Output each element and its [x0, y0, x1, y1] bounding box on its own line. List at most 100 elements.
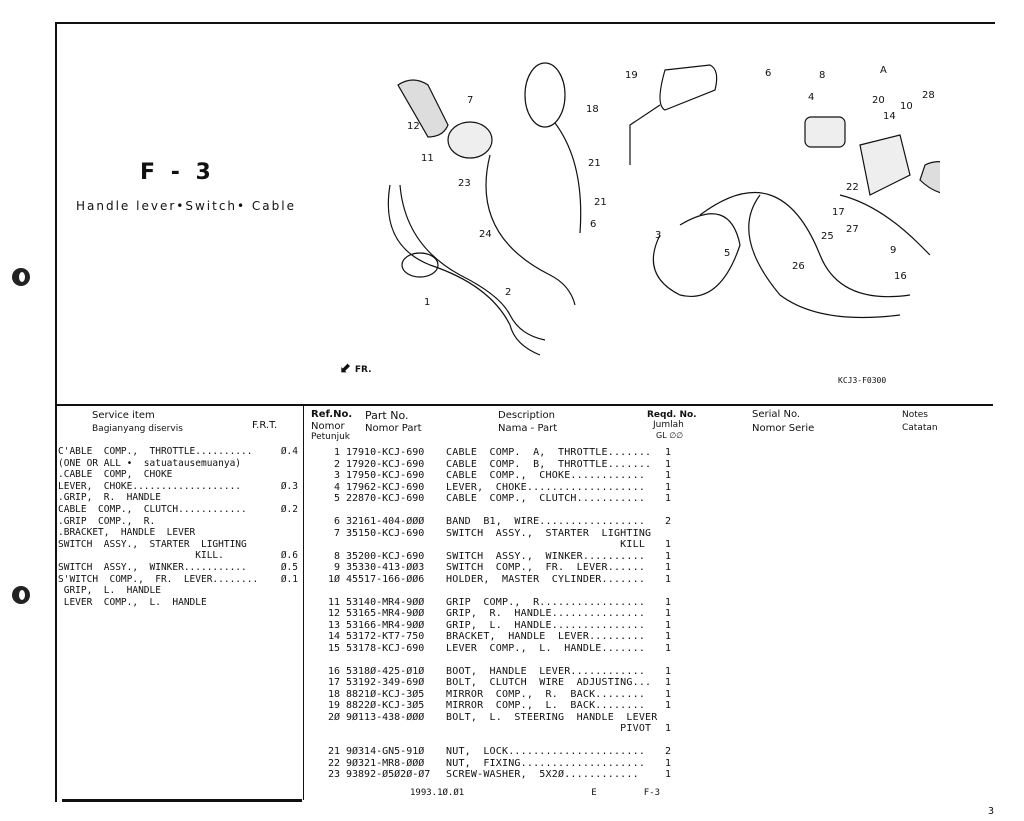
- part-ref-no: 9: [333, 562, 340, 574]
- part-ref-no: 4: [333, 481, 340, 493]
- part-description: BAND B1, WIRE.................: [446, 515, 646, 527]
- part-description: LEVER, CHOKE...................: [446, 481, 646, 493]
- part-quantity: 1: [664, 723, 671, 735]
- arrow-icon: ⬋: [340, 360, 352, 376]
- part-ref-no: 11: [327, 596, 340, 608]
- header-description-sub: Nama - Part: [498, 423, 558, 434]
- header-notes: Notes: [902, 410, 928, 420]
- header-partno-sub: Nomor Part: [365, 423, 422, 434]
- service-item-frt: Ø.1: [280, 573, 298, 585]
- service-item-label: S'WITCH COMP., FR. LEVER........: [58, 573, 259, 585]
- parts-footer: 1993.1Ø.Ø1 E F-3: [410, 788, 660, 798]
- part-quantity: 1: [664, 700, 671, 712]
- part-description: GRIP, R. HANDLE...............: [446, 608, 646, 620]
- service-item-row: KILL.Ø.6: [58, 550, 298, 562]
- clutch-lever-drawing: [839, 194, 931, 256]
- service-item-label: GRIP, L. HANDLE: [58, 585, 161, 597]
- part-number: 17950-KCJ-690: [346, 470, 425, 482]
- part-ref-no: 6: [333, 515, 340, 527]
- part-number: 9Ø314-GN5-91Ø: [346, 746, 425, 758]
- part-description: BRACKET, HANDLE LEVER.........: [446, 631, 646, 643]
- part-description: CABLE COMP., CHOKE............: [446, 470, 646, 482]
- callout-label: 24: [479, 229, 492, 240]
- part-quantity: 2: [664, 746, 671, 758]
- service-item-label: SWITCH ASSY., WINKER...........: [58, 561, 247, 573]
- part-quantity: 1: [664, 596, 671, 608]
- binder-hole-icon: [12, 586, 30, 604]
- part-ref-no: [318, 723, 340, 735]
- callout-label: 9: [890, 245, 896, 256]
- part-number: 53192-349-69Ø: [346, 677, 425, 689]
- part-ref-no: 18: [327, 688, 340, 700]
- part-quantity: 1: [664, 631, 671, 643]
- part-number: 32161-404-ØØØ: [346, 515, 425, 527]
- part-quantity: 1: [664, 447, 671, 458]
- front-direction-arrow-label: ⬋ FR.: [340, 360, 372, 376]
- grip-right-drawing: [397, 79, 449, 138]
- service-item-row: .GRIP, R. HANDLE: [58, 492, 298, 504]
- header-frt: F.R.T.: [252, 420, 278, 431]
- service-item-label: .BRACKET, HANDLE LEVER: [58, 527, 196, 539]
- service-item-label: LEVER, CHOKE...................: [58, 480, 242, 492]
- service-item-row: .BRACKET, HANDLE LEVER: [58, 527, 298, 539]
- callout-label: 25: [821, 231, 834, 242]
- service-item-row: CABLE COMP., CLUTCH............Ø.2: [58, 504, 298, 516]
- part-description: BOLT, L. STEERING HANDLE LEVER: [446, 711, 658, 723]
- part-number: 8822Ø-KCJ-3Ø5: [346, 700, 425, 712]
- part-ref-no: [318, 539, 340, 551]
- part-ref-no: 16: [327, 665, 340, 677]
- part-number: 53178-KCJ-690: [346, 642, 425, 654]
- part-description: CABLE COMP., CLUTCH...........: [446, 493, 646, 505]
- service-item-frt: Ø.3: [280, 480, 298, 492]
- part-quantity: 1: [664, 493, 671, 505]
- service-item-label: C'ABLE COMP., THROTTLE..........: [58, 446, 253, 457]
- table-column-divider: [303, 404, 304, 800]
- service-item-label: (ONE OR ALL • satuatausemuanya): [58, 457, 242, 469]
- part-quantity: 2: [664, 515, 671, 527]
- part-quantity: [651, 528, 671, 540]
- header-refno: Ref.No.: [311, 409, 353, 420]
- part-number: 5318Ø-425-Ø1Ø: [346, 665, 425, 677]
- callout-label: 17: [832, 207, 845, 218]
- header-reqd: Reqd. No.: [647, 410, 697, 420]
- part-ref-no: 13: [327, 619, 340, 631]
- header-reqd-sub2: GL ∅∅: [656, 431, 684, 440]
- part-description: MIRROR COMP., R. BACK........: [446, 688, 646, 700]
- part-description: PIVOT: [446, 723, 652, 735]
- service-item-row: C'ABLE COMP., THROTTLE..........Ø.4: [58, 446, 298, 458]
- service-item-label: LEVER COMP., L. HANDLE: [58, 596, 207, 608]
- callout-label: 4: [808, 92, 814, 103]
- part-ref-no: 1: [333, 447, 340, 458]
- callout-label: 3: [655, 230, 661, 241]
- part-number: 8821Ø-KCJ-3Ø5: [346, 688, 425, 700]
- callout-label: 16: [894, 271, 907, 282]
- part-row: 6 32161-404-ØØØ BAND B1, WIRE.............…: [318, 516, 678, 528]
- table-top-border: [55, 404, 993, 406]
- header-service-item: Service item: [92, 410, 155, 421]
- part-number: 53172-KT7-750: [346, 631, 425, 643]
- service-item-row: (ONE OR ALL • satuatausemuanya): [58, 458, 298, 470]
- part-description: LEVER COMP., L. HANDLE.......: [446, 642, 646, 654]
- callout-label: 21: [594, 197, 607, 208]
- part-number: 9Ø113-438-ØØØ: [346, 711, 425, 723]
- page-title: F - 3: [140, 160, 215, 185]
- part-ref-no: 15: [327, 642, 340, 654]
- part-quantity: 1: [664, 539, 671, 551]
- part-quantity: 1: [664, 757, 671, 769]
- callout-label: 12: [407, 121, 420, 132]
- part-ref-no: 14: [327, 631, 340, 643]
- binder-hole-icon: [12, 268, 30, 286]
- service-item-label: CABLE COMP., CLUTCH............: [58, 503, 247, 515]
- footer-code: F-3: [643, 788, 660, 798]
- part-description: NUT, FIXING....................: [446, 757, 646, 769]
